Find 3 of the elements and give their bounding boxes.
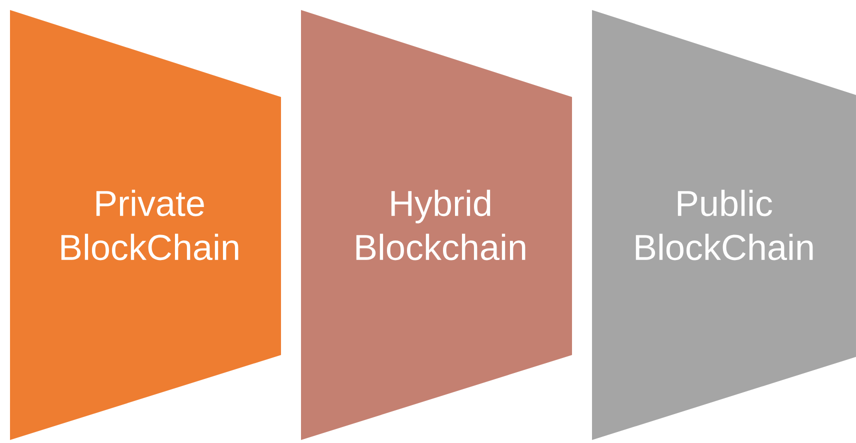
trapezoid-step: Hybrid Blockchain — [301, 10, 572, 440]
trapezoid-step: Public BlockChain — [592, 10, 856, 440]
trapezoid-step: Private BlockChain — [10, 10, 281, 440]
